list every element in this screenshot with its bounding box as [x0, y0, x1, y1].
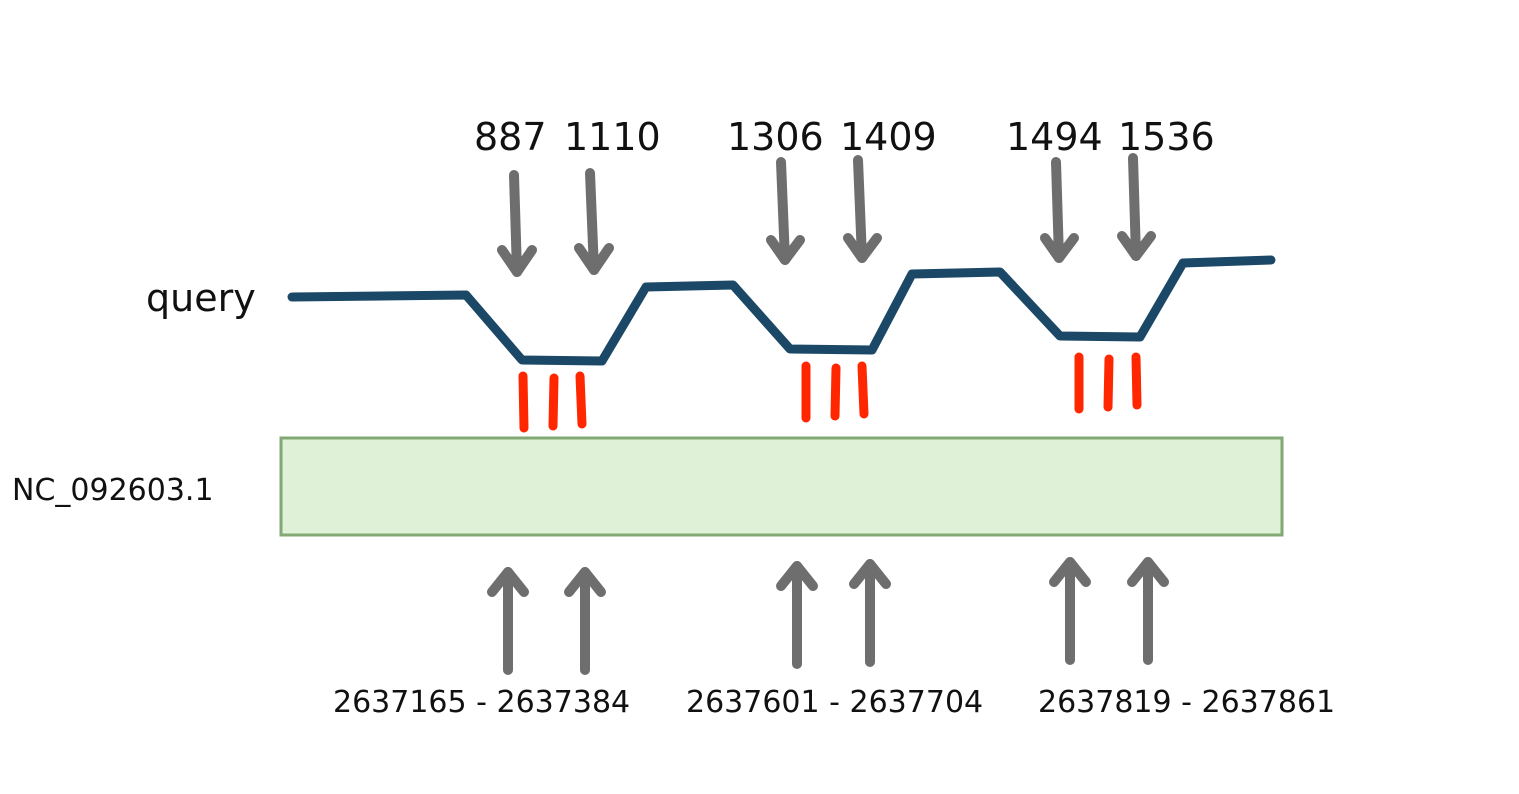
- match-tick: [518, 371, 529, 433]
- query-track: query: [146, 255, 1276, 366]
- down-arrow-icon: [843, 155, 882, 263]
- match-tick: [857, 361, 869, 419]
- subject-range-1: 2637165 - 2637384: [333, 685, 630, 720]
- subject-track: NC_092603.1: [12, 436, 1284, 537]
- query-pos-3-end: 1536: [1118, 115, 1215, 159]
- query-position-labels: 887 1110 1306 1409 1494 1536: [474, 115, 1215, 159]
- query-label: query: [146, 276, 256, 320]
- down-arrow-icon: [574, 168, 614, 275]
- match-tick: [1103, 354, 1114, 412]
- down-arrow-icon: [766, 157, 805, 265]
- match-tick: [575, 371, 587, 429]
- down-arrow-icon: [1117, 153, 1156, 261]
- query-pos-3-start: 1494: [1006, 115, 1103, 159]
- subject-label: NC_092603.1: [12, 473, 214, 508]
- up-arrow-icon: [564, 567, 606, 675]
- up-arrow-icon: [1049, 557, 1091, 665]
- subject-range-2: 2637601 - 2637704: [686, 685, 983, 720]
- up-arrow-icon: [1127, 557, 1169, 665]
- match-ticks: [518, 352, 1142, 433]
- query-arrows: [497, 153, 1156, 277]
- match-tick: [548, 373, 559, 431]
- query-pos-1-end: 1110: [564, 115, 661, 159]
- subject-sequence-box: [279, 436, 1284, 537]
- up-arrow-icon: [776, 561, 818, 669]
- query-pos-2-end: 1409: [840, 115, 937, 159]
- subject-arrows: [487, 557, 1169, 675]
- up-arrow-icon: [849, 559, 891, 667]
- query-pos-1-start: 887: [474, 115, 547, 159]
- match-tick: [1131, 352, 1142, 410]
- down-arrow-icon: [1040, 157, 1079, 263]
- query-pos-2-start: 1306: [727, 115, 824, 159]
- match-tick: [830, 363, 841, 421]
- subject-range-labels: 2637165 - 2637384 2637601 - 2637704 2637…: [333, 685, 1335, 720]
- subject-range-3: 2637819 - 2637861: [1038, 685, 1335, 720]
- query-line: [287, 255, 1276, 366]
- down-arrow-icon: [497, 170, 537, 277]
- up-arrow-icon: [487, 567, 529, 675]
